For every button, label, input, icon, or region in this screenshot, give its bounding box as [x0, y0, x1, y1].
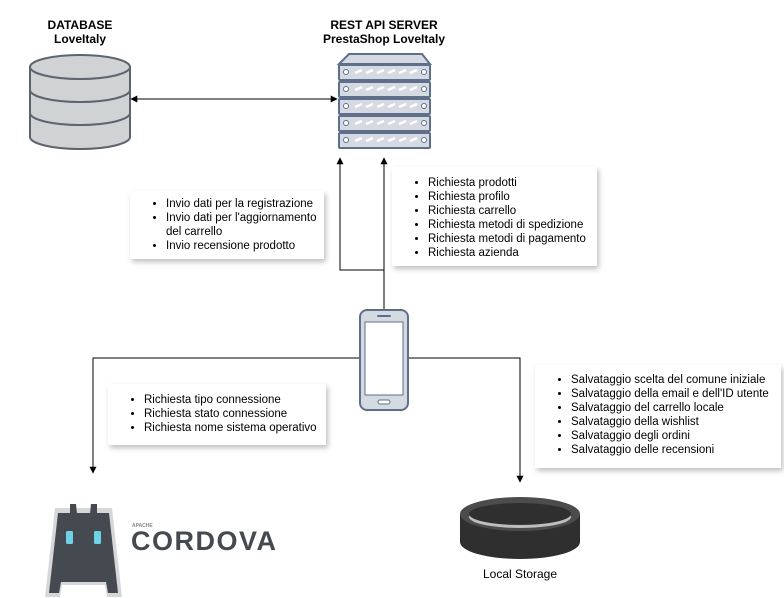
cordova-wordmark: CORDOVA [131, 526, 278, 556]
server-title: REST API SERVER [330, 18, 438, 32]
note-right-requests: Richiesta prodotti Richiesta profilo Ric… [392, 167, 597, 266]
list-item: Richiesta azienda [428, 246, 597, 260]
list-item: Richiesta nome sistema operativo [144, 421, 326, 435]
list-item: Invio recensione prodotto [166, 239, 324, 253]
phone-to-cordova-connector [89, 357, 360, 474]
list-item: Invio dati per l'aggiornamento del carre… [166, 211, 324, 239]
server-label: REST API SERVER PrestaShop LoveItaly [304, 18, 464, 46]
list-item: Salvataggio del carrello locale [571, 401, 781, 415]
note-cordova-requests: Richiesta tipo connessione Richiesta sta… [108, 384, 326, 445]
list-item: Richiesta tipo connessione [144, 393, 326, 407]
list-item: Richiesta metodi di pagamento [428, 232, 597, 246]
cordova-apache-caption: APACHE [132, 523, 153, 529]
list-item: Salvataggio scelta del comune iniziale [571, 373, 781, 387]
list-item: Richiesta profilo [428, 190, 597, 204]
phone-to-storage-connector [409, 357, 524, 483]
database-subtitle: LoveItaly [53, 32, 107, 46]
list-item: Salvataggio delle recensioni [571, 443, 781, 457]
list-item: Salvataggio della email e dell'ID utente [571, 387, 781, 401]
note-storage-items: Salvataggio scelta del comune iniziale S… [535, 365, 781, 468]
smartphone-icon [359, 309, 409, 411]
list-item: Invio dati per la registrazione [166, 197, 324, 211]
database-icon [29, 54, 131, 150]
local-storage-label: Local Storage [482, 567, 558, 581]
database-label: DATABASE LoveItaly [20, 18, 140, 46]
local-storage-icon [460, 497, 580, 559]
note-left-requests: Invio dati per la registrazione Invio da… [130, 191, 324, 259]
database-title: DATABASE [47, 18, 113, 32]
server-subtitle: PrestaShop LoveItaly [322, 32, 446, 46]
server-icon [336, 53, 433, 149]
list-item: Salvataggio della wishlist [571, 415, 781, 429]
cordova-logo-icon: APACHE CORDOVA [45, 504, 278, 597]
list-item: Richiesta prodotti [428, 176, 597, 190]
list-item: Salvataggio degli ordini [571, 429, 781, 443]
list-item: Richiesta carrello [428, 204, 597, 218]
list-item: Richiesta metodi di spedizione [428, 218, 597, 232]
phone-to-server-send-connector [336, 157, 385, 309]
list-item: Richiesta stato connessione [144, 407, 326, 421]
